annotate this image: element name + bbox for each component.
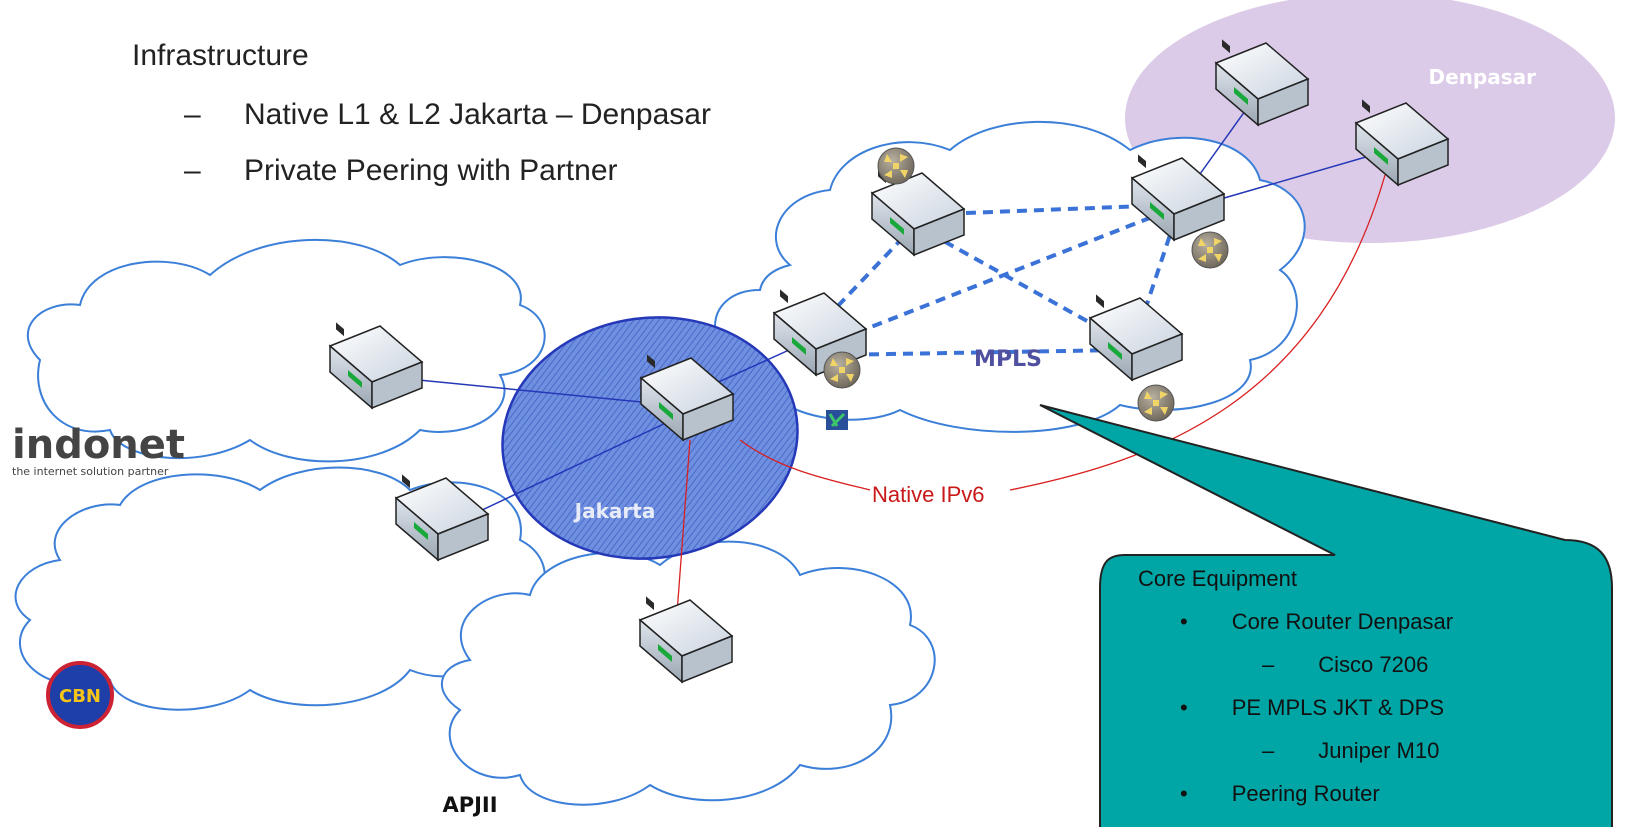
mpls-router-icon: [877, 147, 915, 185]
bullet-marker: •: [1180, 781, 1188, 806]
bullet-text: Native L1 & L2 Jakarta – Denpasar: [244, 98, 711, 131]
jakarta-label: Jakarta: [573, 499, 656, 523]
bullet-text: Private Peering with Partner: [244, 154, 618, 187]
svg-text:the internet solution partner: the internet solution partner: [12, 465, 169, 478]
bullet-native-l1-l2: – Native L1 & L2 Jakarta – Denpasar: [184, 98, 711, 132]
bullet-marker: •: [1180, 609, 1188, 634]
mpls-router-icon: [1137, 384, 1175, 422]
callout-shape: [1039, 404, 1613, 832]
callout-line: – Cisco 7206: [1262, 652, 1428, 678]
indonet-cloud: [26, 238, 546, 463]
callout-line-text: Peering Router: [1231, 781, 1380, 806]
juniper-logo-icon: [826, 410, 848, 430]
bullet-marker: •: [1180, 695, 1188, 720]
ipv6-link-denpasar: [1009, 174, 1386, 491]
bullet-dash: –: [184, 154, 201, 187]
ipv6-link-label: [739, 439, 871, 491]
bullet-marker: –: [1262, 738, 1275, 763]
callout-title: Core Equipment: [1138, 566, 1297, 591]
link-indonet-jakarta: [377, 375, 673, 406]
link-dps-2: [1199, 149, 1391, 206]
mpls-label: MPLS: [974, 347, 1042, 372]
cbn-logo: CBN: [46, 661, 114, 729]
callout-line-text: PE MPLS JKT & DPS: [1231, 695, 1445, 720]
callout-line: • Peering Router: [1180, 781, 1380, 811]
svg-text:CBN: CBN: [59, 686, 101, 707]
apjii-label: APJII: [442, 793, 497, 817]
callout-line-text: Cisco 7206: [1318, 652, 1429, 677]
bullet-marker: –: [1262, 652, 1275, 677]
mpls-router-icon: [1191, 231, 1229, 269]
callout-line: • Core Router Denpasar: [1180, 609, 1453, 635]
jakarta-region: [501, 316, 799, 560]
callout-line: • PE MPLS JKT & DPS: [1180, 695, 1444, 721]
heading: Infrastructure: [132, 39, 309, 72]
bullet-private-peering: – Private Peering with Partner: [184, 154, 618, 188]
callout-line: – Juniper M10: [1262, 738, 1439, 764]
bullet-dash: –: [184, 98, 201, 131]
denpasar-label: Denpasar: [1429, 65, 1537, 89]
svg-text:indonet: indonet: [12, 422, 185, 468]
indonet-logo: indonet the internet solution partner: [12, 422, 185, 478]
mpls-router-icon: [823, 351, 861, 389]
callout-line-text: Juniper M10: [1318, 738, 1440, 763]
callout-line-text: Core Router Denpasar: [1231, 609, 1454, 634]
native-ipv6-label: Native IPv6: [872, 482, 985, 507]
